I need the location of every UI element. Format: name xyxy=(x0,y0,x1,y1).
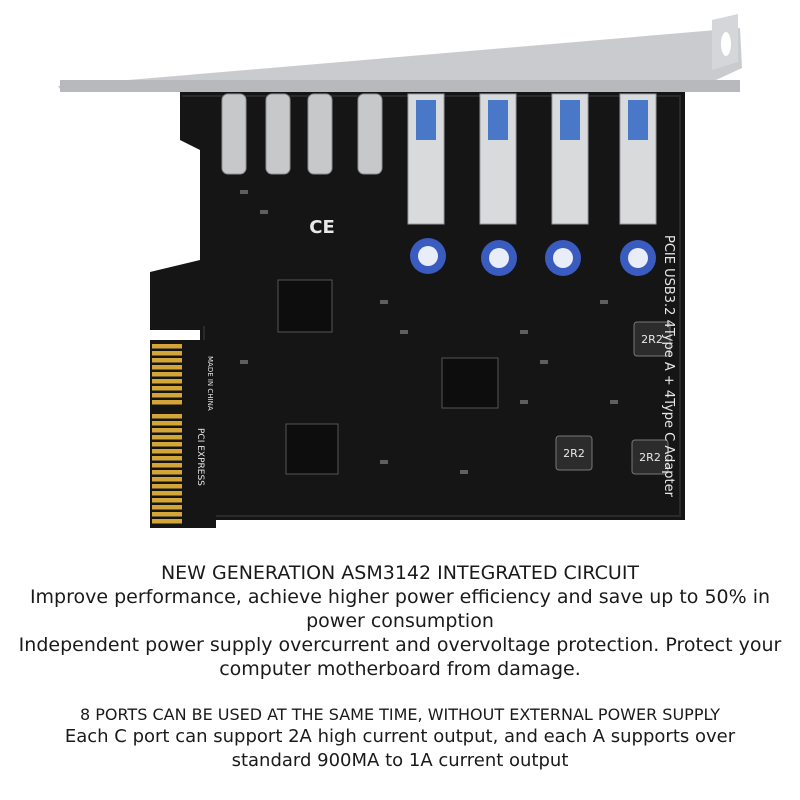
inductor-label: 2R2 xyxy=(639,451,661,464)
pci-express-logo: PCI EXPRESS xyxy=(195,428,205,486)
feature-text-line: Improve performance, achieve higher powe… xyxy=(29,586,771,608)
gold-finger xyxy=(152,470,182,475)
gold-finger xyxy=(152,372,182,377)
gold-finger xyxy=(152,421,182,426)
metal-bracket xyxy=(58,14,742,92)
capacitors xyxy=(410,238,656,276)
usb-c-port xyxy=(221,93,247,175)
feature-text-line: Each C port can support 2A high current … xyxy=(64,726,736,747)
gold-finger xyxy=(152,414,182,419)
inductor-label: 2R2 xyxy=(641,333,663,346)
gold-finger xyxy=(152,505,182,510)
gold-finger xyxy=(152,365,182,370)
gold-finger xyxy=(152,519,182,524)
usb-a-port xyxy=(619,93,657,225)
gold-finger xyxy=(152,435,182,440)
made-in-label: MADE IN CHINA xyxy=(206,356,214,411)
feature-title-2: 8 PORTS CAN BE USED AT THE SAME TIME, WI… xyxy=(79,705,721,724)
capacitor xyxy=(545,240,581,276)
gold-finger xyxy=(152,456,182,461)
feature-text-line: standard 900MA to 1A current output xyxy=(231,750,569,771)
gold-finger xyxy=(152,449,182,454)
gold-finger xyxy=(152,477,182,482)
feature-block-2: 8 PORTS CAN BE USED AT THE SAME TIME, WI… xyxy=(0,704,800,773)
capacitor xyxy=(620,240,656,276)
capacitor xyxy=(410,238,446,274)
usb-a-port xyxy=(407,93,445,225)
asm3142-chip xyxy=(277,279,333,333)
ic-chips xyxy=(277,279,499,475)
usb-a-port xyxy=(479,93,517,225)
pcb-markings: PCIE USB3.2 4Type A + 4Type C Adapter PC… xyxy=(195,217,676,498)
usb-a-ports xyxy=(407,93,657,225)
inductor-label: 2R2 xyxy=(563,447,585,460)
gold-finger xyxy=(152,491,182,496)
smd-components xyxy=(240,190,618,474)
capacitor xyxy=(481,240,517,276)
feature-text-line: Independent power supply overcurrent and… xyxy=(18,634,782,656)
feature-title-1: NEW GENERATION ASM3142 INTEGRATED CIRCUI… xyxy=(160,562,640,584)
feature-text-line: computer motherboard from damage. xyxy=(219,658,581,680)
gold-finger xyxy=(152,358,182,363)
feature-text-line: power consumption xyxy=(306,610,494,632)
feature-block-1: NEW GENERATION ASM3142 INTEGRATED CIRCUI… xyxy=(0,561,800,681)
ce-mark: CE xyxy=(309,217,335,238)
gold-finger xyxy=(152,351,182,356)
controller-chip xyxy=(441,357,499,409)
circuit-board xyxy=(150,92,685,520)
usb-a-port xyxy=(551,93,589,225)
gold-finger xyxy=(152,400,182,405)
gold-finger xyxy=(152,442,182,447)
gold-finger xyxy=(152,379,182,384)
gold-finger xyxy=(152,428,182,433)
board-label: PCIE USB3.2 4Type A + 4Type C Adapter xyxy=(661,235,676,498)
gold-finger xyxy=(152,393,182,398)
inductors: 2R2 2R2 2R2 xyxy=(555,321,671,475)
usb-c-port xyxy=(307,93,333,175)
usb-c-port xyxy=(357,93,383,175)
usb-c-port xyxy=(265,93,291,175)
gold-finger xyxy=(152,386,182,391)
gold-finger xyxy=(152,344,182,349)
gold-finger xyxy=(152,484,182,489)
pcie-connector-fingers xyxy=(150,340,216,528)
gold-finger xyxy=(152,498,182,503)
gold-finger xyxy=(152,512,182,517)
gold-finger xyxy=(152,463,182,468)
usb-c-ports xyxy=(221,93,383,175)
product-photo: 2R2 2R2 2R2 PCIE USB3.2 4Type A + 4Type … xyxy=(58,14,742,528)
controller-chip xyxy=(285,423,339,475)
